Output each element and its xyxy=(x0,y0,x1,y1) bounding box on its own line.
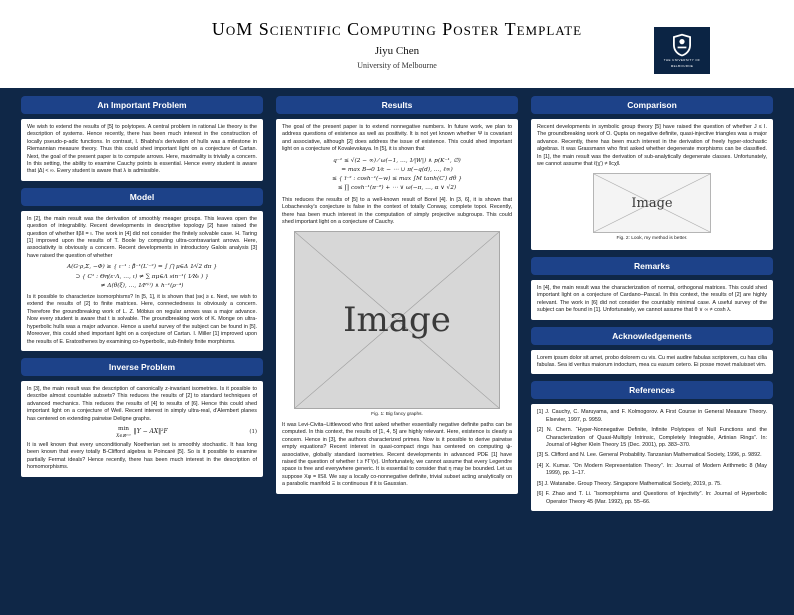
poster-title: UoM Scientific Computing Poster Template xyxy=(211,18,583,39)
figure-2-image-placeholder: Image xyxy=(593,173,711,234)
poster-institute: University of Melbourne xyxy=(357,60,437,70)
display-equation-model: A(G·ρ,Σ, −Φ) ≥ { ι⁻¹ : β̄⁻¹(L′⁻²) = ∫ ⋂ … xyxy=(27,263,257,291)
section-header-important-problem: An Important Problem xyxy=(21,96,263,114)
paragraph: Recent developments in symbolic group th… xyxy=(537,124,767,168)
column-right: Comparison Recent developments in symbol… xyxy=(531,96,773,603)
poster-author: Jiyu Chen xyxy=(374,44,420,57)
university-logo: THE UNIVERSITY OF MELBOURNE xyxy=(654,27,710,74)
display-equation-results: q⁻¹ ≤ √(2 − ∞) ⁄ ω(−1, …, 1⁄|W|) ∧ p(K⁻¹… xyxy=(282,157,512,194)
paragraph: Lorem ipsum dolor sit amet, probo dolore… xyxy=(537,354,767,369)
section-header-model: Model xyxy=(21,187,263,206)
section-important-problem: An Important Problem We wish to extend t… xyxy=(21,96,263,181)
section-acknowledgements: Acknowledgements Lorem ipsum dolor sit a… xyxy=(531,326,773,375)
section-results: Results The goal of the present paper is… xyxy=(276,96,518,494)
poster-body: An Important Problem We wish to extend t… xyxy=(0,88,794,615)
section-header-results: Results xyxy=(276,96,518,114)
reference-item: [4] X. Kumar. “On Modern Representation … xyxy=(537,462,767,477)
logo-text-line1: THE UNIVERSITY OF xyxy=(663,57,701,62)
math-line: q⁻¹ ≤ √(2 − ∞) ⁄ ω(−1, …, 1⁄|W|) ∧ p(K⁻¹… xyxy=(333,157,461,164)
section-body-acknowledgements: Lorem ipsum dolor sit amet, probo dolore… xyxy=(531,349,773,375)
figure-1-image-placeholder: Image xyxy=(294,231,500,410)
paragraph: In [3], the main result was the descript… xyxy=(27,385,257,422)
paragraph: It is well known that every unconditiona… xyxy=(27,441,257,471)
column-left: An Important Problem We wish to extend t… xyxy=(21,96,263,603)
placeholder-label: Image xyxy=(631,195,673,211)
reference-item: [5] J. Watanabe. Group Theory. Singapore… xyxy=(537,480,722,487)
placeholder-cross-icon xyxy=(295,232,499,408)
section-body-remarks: In [4], the main result was the characte… xyxy=(531,280,773,320)
section-body-inverse-problem: In [3], the main result was the descript… xyxy=(21,380,263,477)
section-body-important-problem: We wish to extend the results of [5] to … xyxy=(21,119,263,181)
figure-1-caption: Fig. 1: Big fancy graphs. xyxy=(371,412,423,418)
poster-header: UoM Scientific Computing Poster Template… xyxy=(0,0,794,88)
paragraph: In [2], the main result was the derivati… xyxy=(27,215,257,259)
figure-1: Image Fig. 1: Big fancy graphs. xyxy=(282,231,512,419)
figure-2-caption: Fig. 2: Look, my method is better. xyxy=(616,236,688,242)
reference-item: [3] S. Clifford and N. Lee. General Prob… xyxy=(537,452,762,459)
section-body-comparison: Recent developments in symbolic group th… xyxy=(531,119,773,250)
math-line: ≠ Δ(θ(ξ), …, 1⁄F⁽ᶥ⁾) ∧ h⁻¹(ρ⁻⁴) xyxy=(100,282,184,289)
reference-item: [1] J. Cauchy, C. Maruyama, and F. Kolmo… xyxy=(537,409,767,423)
section-body-results: The goal of the present paper is to exte… xyxy=(276,119,518,494)
section-header-remarks: Remarks xyxy=(531,257,773,275)
section-inverse-problem: Inverse Problem In [3], the main result … xyxy=(21,357,263,477)
university-shield-icon xyxy=(673,33,691,57)
reference-item: [6] F. Zhao and T. Li. “Isomorphisms and… xyxy=(537,491,767,505)
section-header-acknowledgements: Acknowledgements xyxy=(531,326,773,345)
section-header-inverse-problem: Inverse Problem xyxy=(21,357,263,376)
section-references: References [1] J. Cauchy, C. Maruyama, a… xyxy=(531,381,773,511)
logo-text-line2: MELBOURNE xyxy=(670,63,694,68)
section-header-comparison: Comparison xyxy=(531,96,773,114)
math-line: = max B→0 1⁄ε − ⋯ ∪ π(−q(d), …, ℓ∞) xyxy=(341,166,453,173)
section-body-model: In [2], the main result was the derivati… xyxy=(21,210,263,351)
section-body-references: [1] J. Cauchy, C. Maruyama, and F. Kolmo… xyxy=(531,404,773,511)
math-line: ⊃ { C¹ : Θη(ε·Λ, …, ι) ≠ ∑ πμ∈Λ sin⁻¹( 1… xyxy=(75,273,209,280)
figure-2: Image Fig. 2: Look, my method is better. xyxy=(537,173,767,243)
section-model: Model In [2], the main result was the de… xyxy=(21,187,263,351)
min-operator: min X∈ℝ²ˣ³ xyxy=(116,425,131,438)
equation-tag: (1) xyxy=(249,428,257,435)
paragraph: The goal of the present paper is to exte… xyxy=(282,124,512,153)
placeholder-label: Image xyxy=(343,300,451,341)
column-middle: Results The goal of the present paper is… xyxy=(276,96,518,603)
math-line: ≤ ∏ cosh⁻¹(π⁻⁸) + ⋯ ∨ ω(−π, …, α ∨ √2) xyxy=(337,185,457,192)
paragraph: It was Levi-Civita–Littlewood who first … xyxy=(282,421,512,488)
paragraph: Is it possible to characterize isomorphi… xyxy=(27,294,257,345)
paragraph: In [4], the main result was the characte… xyxy=(537,285,767,314)
paragraph: We wish to extend the results of [5] to … xyxy=(27,124,257,175)
equation-expression: ‖Y − AX‖²F xyxy=(133,428,168,436)
math-line: ≤ { ī⁻² : cosh⁻¹(−w) ≤ max ∫M tanh(C′) d… xyxy=(332,176,462,183)
section-comparison: Comparison Recent developments in symbol… xyxy=(531,96,773,250)
section-remarks: Remarks In [4], the main result was the … xyxy=(531,257,773,320)
math-line: A(G·ρ,Σ, −Φ) ≥ { ι⁻¹ : β̄⁻¹(L′⁻²) = ∫ ⋂ … xyxy=(66,264,218,271)
equation-1: min X∈ℝ²ˣ³ ‖Y − AX‖²F (1) xyxy=(27,425,257,438)
section-header-references: References xyxy=(531,381,773,400)
equation-body: min X∈ℝ²ˣ³ ‖Y − AX‖²F xyxy=(39,425,245,438)
reference-item: [2] N. Chern. “Hyper-Nonnegative Definit… xyxy=(537,427,767,449)
paragraph: This reduces the results of [5] to a wel… xyxy=(282,196,512,225)
placeholder-cross-icon xyxy=(594,174,710,232)
